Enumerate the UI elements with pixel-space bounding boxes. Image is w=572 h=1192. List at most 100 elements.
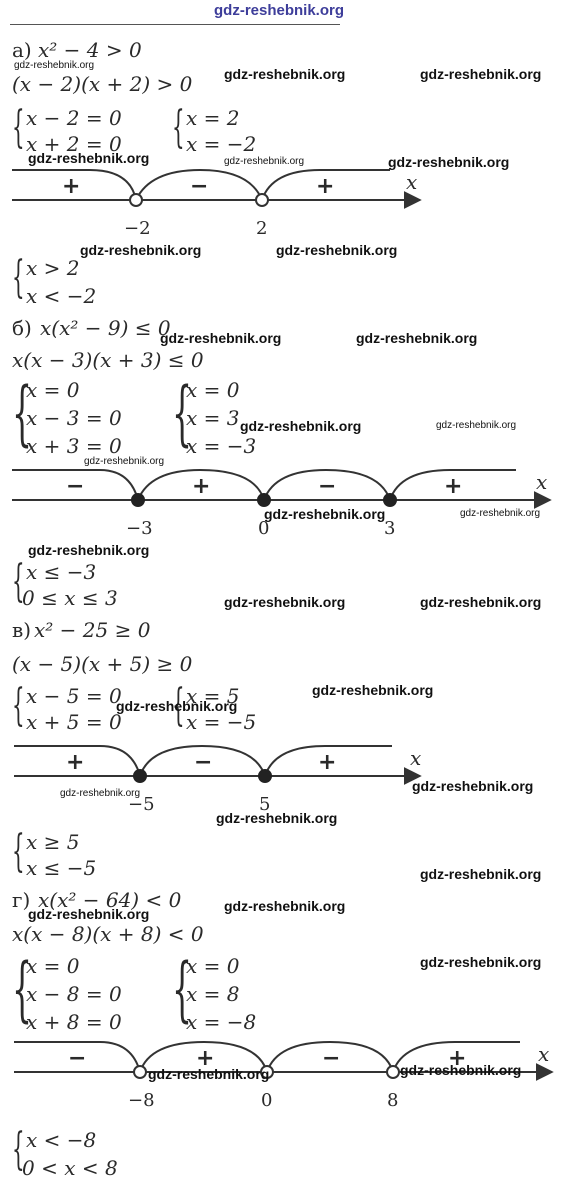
part-a-arc-2 bbox=[135, 168, 263, 201]
part-d-sys2-row3: x = −8 bbox=[186, 1010, 257, 1034]
part-d-answer-1: x < −8 bbox=[26, 1128, 97, 1152]
part-c-sign-2: − bbox=[194, 750, 213, 775]
part-a-brace-2: { bbox=[172, 102, 185, 153]
part-b-brace-2: { bbox=[172, 372, 193, 454]
part-b-number-line bbox=[12, 468, 552, 509]
part-b-sys1-row3: x + 3 = 0 bbox=[26, 434, 122, 458]
watermark: gdz-reshebnik.org bbox=[420, 954, 542, 970]
part-c-number-line bbox=[14, 744, 422, 785]
part-d-tick-2: 0 bbox=[261, 1090, 273, 1111]
watermark: gdz-reshebnik.org bbox=[28, 542, 150, 558]
part-b-arc-2 bbox=[137, 468, 265, 501]
part-b-answer-brace: { bbox=[12, 556, 25, 607]
part-a-sys1-row2: x + 2 = 0 bbox=[26, 132, 122, 156]
part-b-line2: x(x − 3)(x + 3) ≤ 0 bbox=[12, 348, 204, 372]
part-d-sys2-row2: x = 8 bbox=[186, 982, 240, 1006]
part-b-line1: x(x² − 9) ≤ 0 bbox=[40, 316, 171, 340]
part-c-line1: x² − 25 ≥ 0 bbox=[34, 618, 151, 642]
watermark: gdz-reshebnik.org bbox=[400, 1062, 522, 1078]
part-b-answer-2: 0 ≤ x ≤ 3 bbox=[22, 586, 118, 610]
watermark: gdz-reshebnik.org bbox=[356, 330, 478, 346]
part-a-sign-1: + bbox=[62, 174, 81, 199]
part-b-sys2-row2: x = 3 bbox=[186, 406, 240, 430]
watermark: gdz-reshebnik.org bbox=[388, 154, 510, 170]
part-a-point-1 bbox=[129, 193, 143, 207]
part-d-line2: x(x − 8)(x + 8) < 0 bbox=[12, 922, 204, 946]
part-a-answer-1: x > 2 bbox=[26, 256, 80, 280]
part-b-sys1-row2: x − 3 = 0 bbox=[26, 406, 122, 430]
part-a-line1: x² − 4 > 0 bbox=[38, 38, 142, 62]
part-b-tick-2: 0 bbox=[258, 518, 270, 539]
part-d-tick-3: 8 bbox=[387, 1090, 399, 1111]
part-a-sign-3: + bbox=[316, 174, 335, 199]
part-d-sign-3: − bbox=[322, 1046, 341, 1071]
part-b-sign-1: − bbox=[66, 474, 85, 499]
watermark: gdz-reshebnik.org bbox=[28, 906, 150, 922]
part-b-sys2-row3: x = −3 bbox=[186, 434, 257, 458]
watermark: gdz-reshebnik.org bbox=[60, 788, 141, 799]
part-d-sys1-row1: x = 0 bbox=[26, 954, 80, 978]
top-rule bbox=[10, 24, 340, 25]
part-b-answer-1: x ≤ −3 bbox=[26, 560, 97, 584]
part-c-brace-1: { bbox=[12, 680, 25, 731]
part-b-sign-2: + bbox=[192, 474, 211, 499]
watermark: gdz-reshebnik.org bbox=[420, 66, 542, 82]
part-a-sign-2: − bbox=[190, 174, 209, 199]
part-d-answer-brace: { bbox=[12, 1124, 25, 1175]
part-a-axis-variable: x bbox=[406, 170, 418, 194]
part-d-label: г) bbox=[12, 888, 31, 912]
part-a-brace-1: { bbox=[12, 102, 25, 153]
part-d-arc-3 bbox=[266, 1040, 394, 1073]
watermark: gdz-reshebnik.org bbox=[312, 682, 434, 698]
watermark: gdz-reshebnik.org bbox=[224, 66, 346, 82]
part-b-arc-3 bbox=[263, 468, 391, 501]
watermark: gdz-reshebnik.org bbox=[264, 506, 386, 522]
watermark: gdz-reshebnik.org bbox=[420, 594, 542, 610]
watermark: gdz-reshebnik.org bbox=[80, 242, 202, 258]
part-d-point-2 bbox=[260, 1065, 274, 1079]
watermark: gdz-reshebnik.org bbox=[148, 1066, 270, 1082]
part-d-number-line bbox=[14, 1040, 554, 1081]
watermark: gdz-reshebnik.org bbox=[160, 330, 282, 346]
part-d-arc-2 bbox=[139, 1040, 268, 1073]
watermark: gdz-reshebnik.org bbox=[14, 60, 95, 71]
part-c-answer-brace: { bbox=[12, 826, 25, 877]
part-d-line1: x(x² − 64) < 0 bbox=[38, 888, 182, 912]
part-a-answer-brace: { bbox=[12, 252, 25, 303]
part-d-point-3 bbox=[386, 1065, 400, 1079]
part-c-sys2-row1: x = 5 bbox=[186, 684, 240, 708]
watermark: gdz-reshebnik.org bbox=[84, 456, 165, 467]
part-d-sys2-row1: x = 0 bbox=[186, 954, 240, 978]
part-b-sign-3: − bbox=[318, 474, 337, 499]
part-b-label: б) bbox=[12, 316, 32, 340]
part-a-line2: (x − 2)(x + 2) > 0 bbox=[12, 72, 193, 96]
watermark: gdz-reshebnik.org bbox=[460, 508, 541, 519]
part-b-sys2-row1: x = 0 bbox=[186, 378, 240, 402]
part-b-point-1 bbox=[131, 493, 145, 507]
part-c-brace-2: { bbox=[172, 680, 185, 731]
part-d-sys1-row3: x + 8 = 0 bbox=[26, 1010, 122, 1034]
part-b-tick-1: −3 bbox=[126, 518, 153, 539]
part-c-sys1-row1: x − 5 = 0 bbox=[26, 684, 122, 708]
watermark-top: gdz-reshebnik.org bbox=[214, 2, 345, 19]
part-a-sys1-row1: x − 2 = 0 bbox=[26, 106, 122, 130]
part-b-axis-variable: x bbox=[536, 470, 548, 494]
watermark: gdz-reshebnik.org bbox=[28, 150, 150, 166]
part-d-axis-variable: x bbox=[538, 1042, 550, 1066]
part-b-point-3 bbox=[383, 493, 397, 507]
part-d-sign-2: + bbox=[196, 1046, 215, 1071]
watermark: gdz-reshebnik.org bbox=[276, 242, 398, 258]
part-d-sys1-row2: x − 8 = 0 bbox=[26, 982, 122, 1006]
watermark: gdz-reshebnik.org bbox=[216, 810, 338, 826]
watermark: gdz-reshebnik.org bbox=[412, 778, 534, 794]
part-c-label: в) bbox=[12, 618, 32, 642]
part-c-answer-1: x ≥ 5 bbox=[26, 830, 80, 854]
watermark: gdz-reshebnik.org bbox=[224, 898, 346, 914]
part-a-tick-1: −2 bbox=[124, 218, 151, 239]
part-d-sign-4: + bbox=[448, 1046, 467, 1071]
part-d-point-1 bbox=[133, 1065, 147, 1079]
part-c-sys2-row2: x = −5 bbox=[186, 710, 257, 734]
part-d-brace-2: { bbox=[172, 948, 193, 1030]
part-c-tick-1: −5 bbox=[128, 794, 155, 815]
